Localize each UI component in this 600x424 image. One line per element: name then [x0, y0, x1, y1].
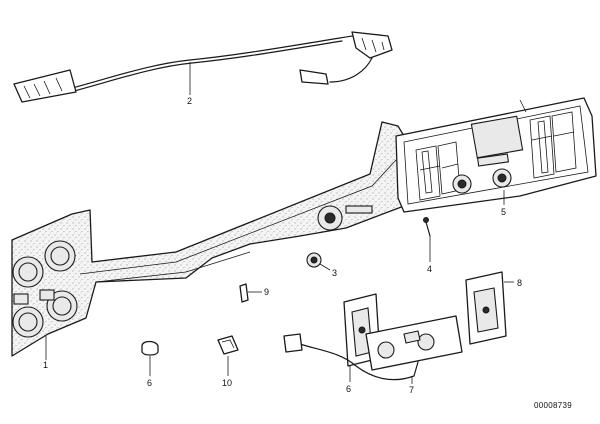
switch-panels	[283, 271, 514, 384]
wiring-harness	[13, 31, 393, 103]
callout-7: 7	[409, 385, 414, 395]
knob-3	[306, 252, 331, 271]
callout-5: 5	[501, 207, 506, 217]
callout-3: 3	[332, 268, 337, 278]
screw-4	[423, 217, 431, 262]
reference-number: 00008739	[534, 401, 572, 410]
retainer-10	[217, 335, 239, 376]
callout-1: 1	[43, 360, 48, 370]
dashboard-trim-panel	[11, 121, 405, 360]
callout-2: 2	[187, 96, 192, 106]
clip-9	[239, 283, 262, 303]
callout-6b: 6	[346, 384, 351, 394]
callout-6a: 6	[147, 378, 152, 388]
callout-10: 10	[222, 378, 232, 388]
console-faceplate	[395, 97, 597, 213]
plug-6	[141, 340, 159, 376]
callout-4: 4	[427, 264, 432, 274]
callout-8: 8	[517, 278, 522, 288]
callout-9: 9	[264, 287, 269, 297]
